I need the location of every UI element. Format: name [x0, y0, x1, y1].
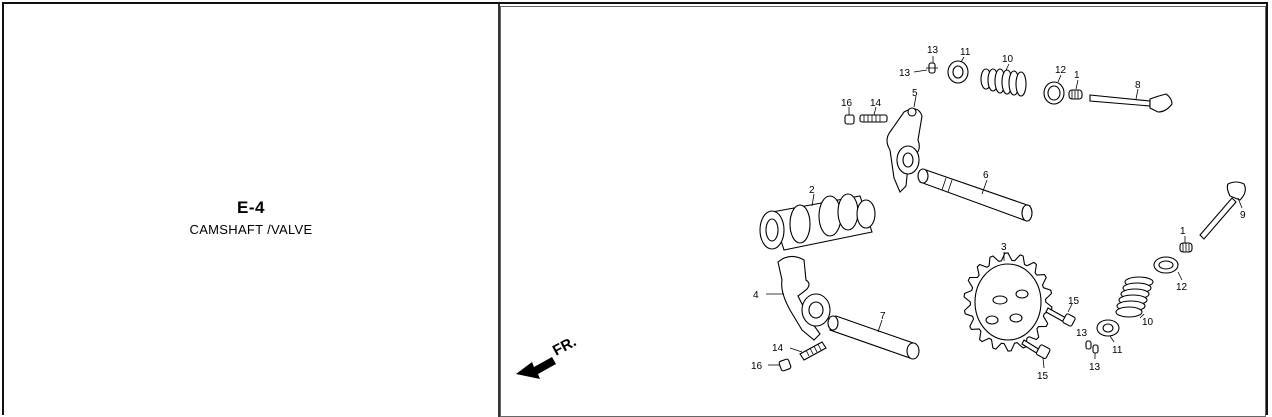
part-10-valve-spring-top: [980, 63, 1027, 97]
callout-11-a: 11: [960, 47, 971, 58]
part-15-bolt-lower: [1021, 339, 1051, 369]
part-8-valve-top: [1089, 88, 1173, 113]
callout-10-b: 10: [1142, 317, 1154, 328]
part-4-rocker-arm-lower: [766, 255, 831, 341]
callout-5: 5: [912, 88, 918, 99]
part-13-valve-cotter-right: [1085, 340, 1099, 359]
front-direction-label: FR.: [550, 333, 579, 359]
callout-4: 4: [753, 290, 759, 301]
part-12-spring-seat-right: [1153, 256, 1183, 281]
callout-16-b: 16: [751, 361, 763, 372]
panel-divider: [498, 4, 500, 417]
part-12-spring-seat-top: [1043, 74, 1065, 105]
callout-12-a: 12: [1055, 65, 1067, 76]
callout-15-b: 15: [1037, 371, 1049, 382]
part-14-adjust-screw-top: [859, 106, 888, 123]
callout-8: 8: [1135, 80, 1141, 91]
part-16-nut-lower: [768, 358, 792, 372]
part-3-cam-sprocket: [963, 252, 1053, 352]
part-16-nut-top: [844, 107, 855, 125]
callout-14-a: 14: [870, 98, 882, 109]
callout-13-d: 13: [1089, 362, 1101, 373]
part-6-rocker-shaft-top: [917, 168, 1033, 222]
callout-13-b: 13: [899, 68, 911, 79]
callout-9: 9: [1240, 210, 1246, 221]
part-15-bolt-upper: [1045, 303, 1076, 327]
part-1-stem-seal-top: [1068, 79, 1083, 100]
front-direction-arrow-icon: [516, 357, 556, 379]
callout-6: 6: [983, 170, 989, 181]
part-9-valve-right: [1199, 181, 1246, 240]
part-11-retainer-top: [947, 56, 969, 84]
callout-13-a: 13: [927, 45, 939, 56]
part-2-camshaft: [759, 193, 876, 251]
callout-16-a: 16: [841, 98, 853, 109]
callout-15-a: 15: [1068, 296, 1080, 307]
callout-11-b: 11: [1112, 345, 1123, 356]
callout-12-b: 12: [1176, 282, 1188, 293]
callout-2: 2: [809, 185, 815, 196]
callout-14-b: 14: [772, 343, 784, 354]
callout-3: 3: [1001, 242, 1007, 253]
part-5-rocker-arm-top: [886, 95, 923, 193]
part-14-adjust-screw-lower: [789, 341, 827, 361]
part-13-valve-cotter-top: [913, 56, 938, 74]
section-title-panel: E-4 CAMSHAFT /VALVE: [4, 4, 498, 417]
callout-7: 7: [880, 311, 886, 322]
section-name: CAMSHAFT /VALVE: [189, 222, 313, 237]
callout-1-a: 1: [1074, 70, 1080, 81]
part-1-stem-seal-right: [1179, 236, 1193, 253]
callout-13-c: 13: [1076, 328, 1088, 339]
part-11-retainer-right: [1096, 319, 1120, 343]
part-7-rocker-shaft-lower: [827, 315, 920, 360]
callout-10-a: 10: [1002, 54, 1014, 65]
callout-1-b: 1: [1180, 226, 1186, 237]
part-10-valve-spring-right: [1115, 276, 1154, 319]
section-code: E-4: [237, 198, 265, 217]
